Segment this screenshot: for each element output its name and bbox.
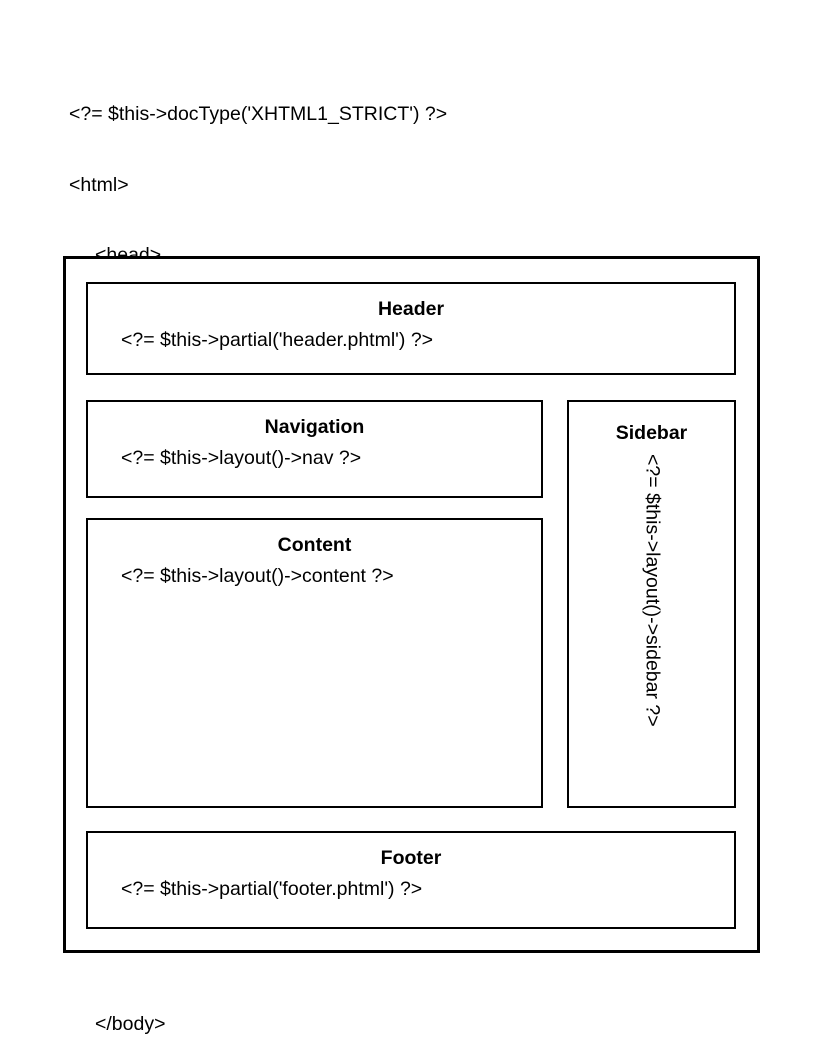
sidebar-box-vertical-code: <?= $this->layout()->sidebar ?> — [641, 453, 664, 727]
header-box-title: Header — [377, 298, 445, 320]
content-box-title: Content — [277, 534, 352, 556]
navigation-box-code: <?= $this->layout()->nav ?> — [121, 446, 362, 469]
bottom-code-block: </body> </html> — [69, 966, 165, 1056]
sidebar-box: Sidebar <?= $this->layout()->sidebar ?> — [567, 400, 736, 808]
footer-box-code: <?= $this->partial('footer.phtml') ?> — [121, 877, 423, 900]
body-layout-outer-box: Header <?= $this->partial('header.phtml'… — [63, 256, 760, 953]
header-box: Header <?= $this->partial('header.phtml'… — [86, 282, 736, 375]
footer-box-title: Footer — [380, 847, 442, 869]
sidebar-box-title: Sidebar — [615, 422, 688, 444]
code-line-body-close: </body> — [95, 1013, 166, 1035]
code-line-html-open: <html> — [69, 173, 129, 196]
code-line-doctype: <?= $this->docType('XHTML1_STRICT') ?> — [69, 103, 448, 125]
header-box-code: <?= $this->partial('header.phtml') ?> — [121, 328, 434, 351]
content-box-code: <?= $this->layout()->content ?> — [121, 564, 394, 587]
navigation-box-title: Navigation — [264, 416, 365, 438]
content-box: Content <?= $this->layout()->content ?> — [86, 518, 543, 808]
navigation-box: Navigation <?= $this->layout()->nav ?> — [86, 400, 543, 498]
footer-box: Footer <?= $this->partial('footer.phtml'… — [86, 831, 736, 929]
